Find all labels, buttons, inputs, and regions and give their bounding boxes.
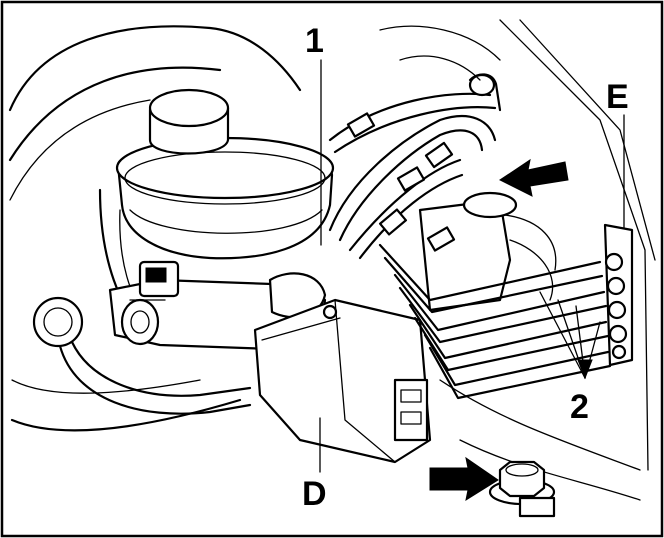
line-fittings bbox=[346, 112, 456, 252]
master-cylinder bbox=[108, 260, 327, 352]
mounting-nut bbox=[488, 460, 556, 518]
pointer-arrows bbox=[429, 158, 569, 502]
mounting-bracket bbox=[603, 223, 634, 367]
brake-lines bbox=[328, 73, 612, 400]
fluid-reservoir bbox=[115, 88, 335, 260]
vacuum-hose bbox=[32, 296, 252, 415]
arrow-lower bbox=[429, 456, 499, 502]
callout-2: 2 bbox=[570, 388, 589, 426]
hydraulic-unit bbox=[253, 298, 432, 464]
arrow-upper bbox=[499, 158, 569, 197]
leader-lines bbox=[319, 59, 625, 473]
callout-1: 1 bbox=[305, 22, 324, 60]
callout-e: E bbox=[606, 78, 629, 116]
callout-d: D bbox=[302, 475, 327, 513]
pump-motor bbox=[418, 191, 557, 312]
body-panel bbox=[379, 19, 656, 501]
